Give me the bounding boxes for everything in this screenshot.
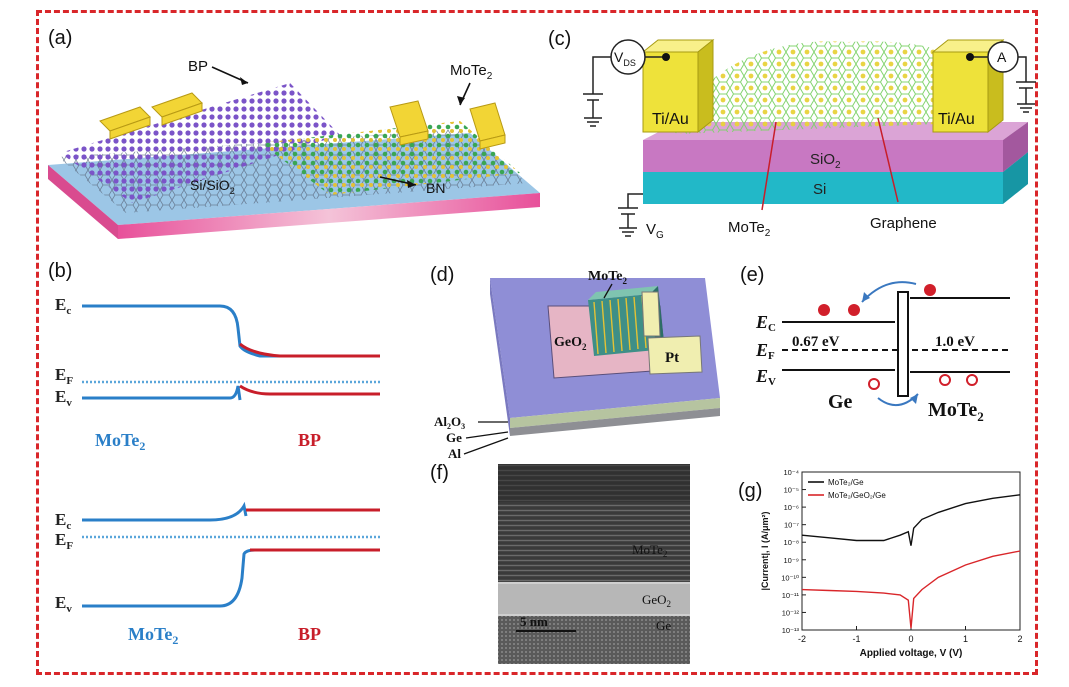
label-geo2-f: GeO2 [642, 592, 671, 609]
panel-a-label: (a) [48, 27, 73, 49]
x-tick-label: 1 [963, 634, 968, 644]
label-gap-mote2: 1.0 eV [935, 334, 975, 350]
panel-a-illustration: BP MoTe2 Si/SiO2 BN [48, 58, 540, 239]
panel-f-tem-image: MoTe2 GeO2 Ge 5 nm [498, 464, 690, 664]
panel-a: (a) [40, 25, 550, 260]
label-mote2-c: MoTe2 [728, 219, 771, 239]
label-bn: BN [426, 180, 445, 196]
svg-text:BP: BP [298, 430, 321, 450]
svg-text:Ev: Ev [55, 387, 72, 409]
y-tick-label: 10⁻¹³ [782, 626, 800, 635]
panel-c-label: (c) [548, 28, 572, 50]
x-tick-label: 0 [908, 634, 913, 644]
panel-g-chart: -2 -1 0 1 2 10⁻¹³ 10⁻¹² 10⁻¹¹ 10⁻¹⁰ 10⁻⁹ 10⁻⁸ 10⁻⁷ 1… [760, 468, 1023, 659]
figure-frame [36, 10, 1038, 675]
label-scale: 5 nm [520, 614, 548, 629]
y-tick-label: 10⁻¹¹ [782, 591, 800, 600]
label-gap-ge: 0.67 eV [792, 334, 840, 350]
x-tick-label: -2 [798, 634, 806, 644]
label-mote2-f: MoTe2 [632, 542, 667, 559]
panel-b: (b) Ec EF Ev MoTe2 BP Ec EF Ev MoTe2 BP [40, 258, 400, 668]
svg-text:MoTe2: MoTe2 [95, 430, 145, 453]
legend-label-0: MoTe₂/Ge [828, 478, 864, 487]
label-geo2-d: GeO2 [554, 335, 587, 352]
panel-d: (d) Pt MoTe2 GeO2 Al2O3 Ge Al [420, 258, 740, 473]
panel-f: (f) MoTe2 GeO2 Ge 5 nm [420, 458, 740, 668]
label-mote2-d: MoTe2 [588, 269, 627, 286]
label-vds: VDS [614, 49, 636, 68]
y-tick-label: 10⁻⁶ [784, 503, 799, 512]
panel-e: (e) EC EF EV 0.67 eV 1.0 eV Ge MoTe2 [740, 258, 1035, 448]
panel-g: (g) -2 -1 0 1 2 10⁻¹³ 10⁻¹² 10⁻¹¹ 10⁻¹⁰ 10⁻⁹ 10⁻⁸ 1… [738, 458, 1035, 673]
label-mote2-a: MoTe2 [450, 62, 493, 82]
label-mote2-e: MoTe2 [928, 399, 984, 424]
y-tick-label: 10⁻⁴ [783, 468, 799, 477]
label-graphene: Graphene [870, 215, 937, 232]
svg-text:BP: BP [298, 624, 321, 644]
svg-text:EF: EF [755, 340, 775, 362]
panel-g-label: (g) [738, 480, 763, 502]
panel-c-illustration: Ti/Au Ti/Au SiO2 Si VDS A VG MoTe2 Graph… [583, 38, 1036, 241]
label-ge-e: Ge [828, 391, 853, 413]
legend-label-1: MoTe₂/GeO₂/Ge [828, 491, 886, 500]
svg-text:MoTe2: MoTe2 [128, 624, 178, 647]
label-pt: Pt [665, 350, 679, 366]
svg-text:EF: EF [55, 530, 73, 552]
panel-b-label: (b) [48, 260, 73, 282]
y-tick-label: 10⁻⁹ [783, 556, 799, 565]
label-si-sio2: Si/SiO2 [190, 177, 235, 196]
label-ge-d: Ge [446, 430, 462, 445]
svg-text:Ec: Ec [55, 295, 71, 317]
panel-f-label: (f) [430, 462, 449, 484]
y-tick-label: 10⁻⁸ [784, 538, 799, 547]
svg-text:Ec: Ec [55, 510, 71, 532]
panel-e-band-diagram: EC EF EV 0.67 eV 1.0 eV Ge MoTe2 [755, 281, 1010, 424]
svg-text:EF: EF [55, 365, 73, 387]
y-tick-label: 10⁻⁷ [784, 521, 799, 530]
panel-d-illustration: Pt MoTe2 GeO2 Al2O3 Ge Al [434, 269, 720, 461]
label-ge-f: Ge [656, 618, 671, 633]
label-bp: BP [188, 58, 208, 75]
panel-d-label: (d) [430, 264, 455, 286]
label-vg: VG [646, 221, 664, 241]
y-tick-label: 10⁻¹⁰ [781, 573, 799, 582]
series-line-0 [801, 494, 1021, 546]
x-tick-label: -1 [852, 634, 860, 644]
label-al2o3: Al2O3 [434, 414, 465, 431]
y-tick-label: 10⁻¹² [782, 608, 800, 617]
svg-text:Ev: Ev [55, 593, 72, 615]
series-line-1 [801, 550, 1021, 629]
label-si: Si [813, 181, 826, 198]
x-axis-label: Applied voltage, V (V) [860, 648, 963, 659]
svg-text:EV: EV [755, 366, 776, 388]
label-al-d: Al [448, 446, 461, 461]
y-tick-label: 10⁻⁵ [784, 486, 799, 495]
svg-text:EC: EC [755, 312, 776, 334]
x-tick-label: 2 [1017, 634, 1022, 644]
label-sio2: SiO2 [810, 151, 841, 171]
panel-e-label: (e) [740, 264, 765, 286]
label-ammeter: A [997, 49, 1007, 65]
panel-b-band-diagrams: Ec EF Ev MoTe2 BP Ec EF Ev MoTe2 BP [55, 295, 380, 647]
label-tiau-left: Ti/Au [652, 111, 689, 128]
label-tiau-right: Ti/Au [938, 111, 975, 128]
panel-c: (c) Ti/Au Ti/Au SiO2 Si VDS [548, 22, 1038, 260]
y-axis-label: |Current|, I (A/μm²) [760, 511, 770, 590]
